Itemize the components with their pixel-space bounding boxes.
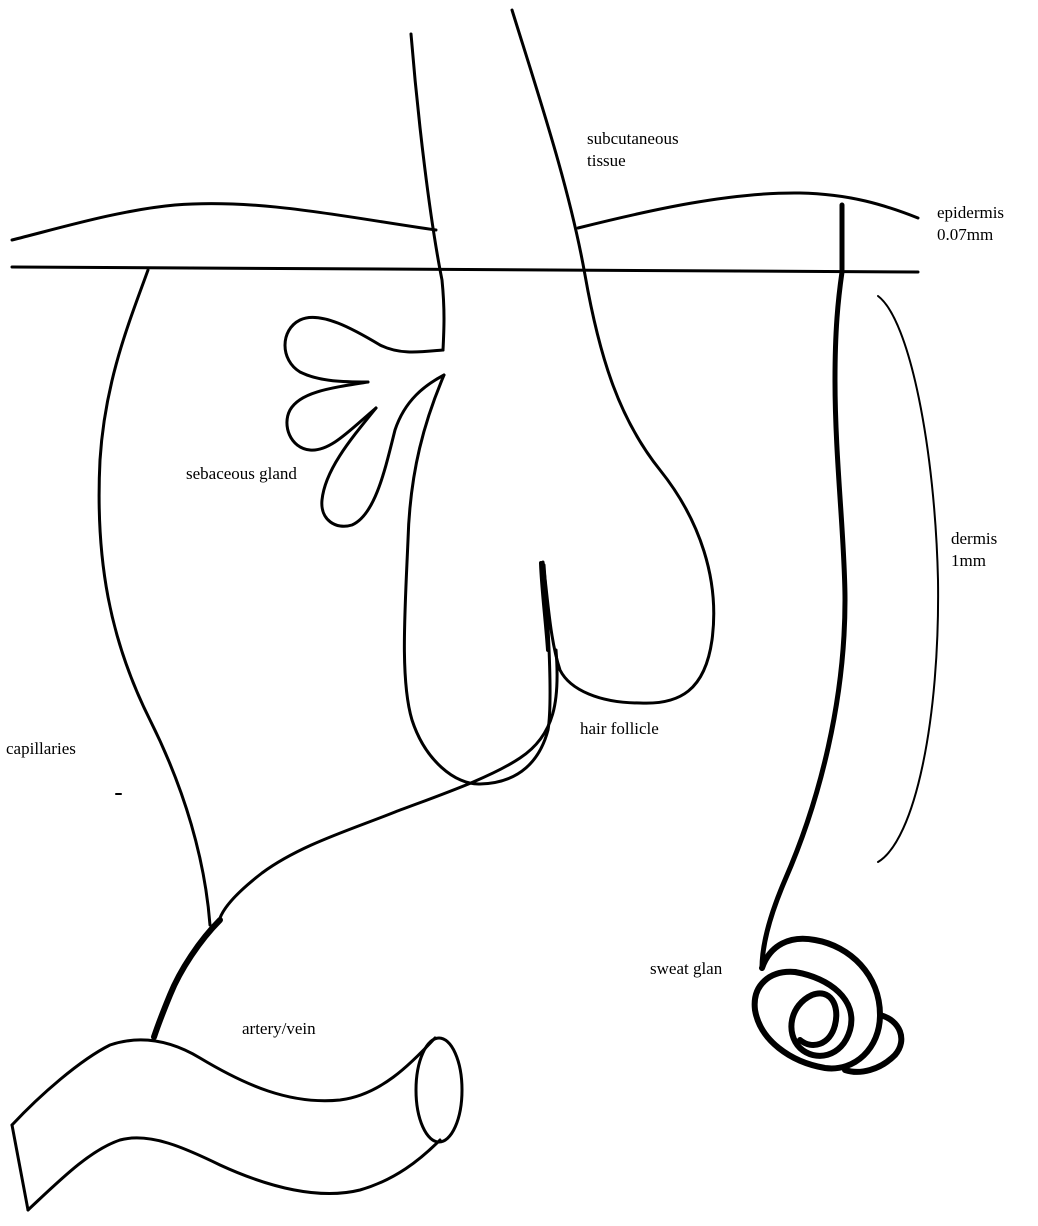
- sebaceous-gland-lobe-top: [285, 317, 443, 382]
- artery-vein-bottom-edge: [28, 1138, 440, 1210]
- sweat-gland-coil: [755, 939, 902, 1072]
- capillary-wall-inner: [220, 650, 557, 918]
- capillary-to-artery-thick: [154, 920, 220, 1037]
- capillary-wall-outer: [99, 270, 210, 925]
- capillaries-label: capillaries: [6, 738, 76, 760]
- sebaceous-gland-lobe-middle: [287, 382, 376, 450]
- dermis-label: dermis 1mm: [951, 528, 997, 572]
- artery-vein-label: artery/vein: [242, 1018, 316, 1040]
- sebaceous-gland-lobe-bottom: [322, 375, 444, 526]
- artery-vein-top-edge: [12, 1038, 435, 1125]
- hair-follicle-left-edge: [404, 375, 550, 784]
- skin-surface-left: [12, 204, 436, 240]
- sweat-gland-label: sweat glan: [650, 958, 722, 980]
- subcutaneous-tissue-label: subcutaneous tissue: [587, 128, 679, 172]
- epidermis-label: epidermis 0.07mm: [937, 202, 1004, 246]
- skin-surface-right: [578, 193, 918, 228]
- artery-vein-opening: [416, 1038, 462, 1142]
- hair-shaft-left-edge: [411, 34, 444, 350]
- sweat-gland-duct: [762, 205, 845, 968]
- hair-follicle-label: hair follicle: [580, 718, 659, 740]
- artery-vein-left-end: [12, 1125, 28, 1210]
- dermis-bracket: [878, 296, 938, 862]
- sebaceous-gland-label: sebaceous gland: [186, 463, 297, 485]
